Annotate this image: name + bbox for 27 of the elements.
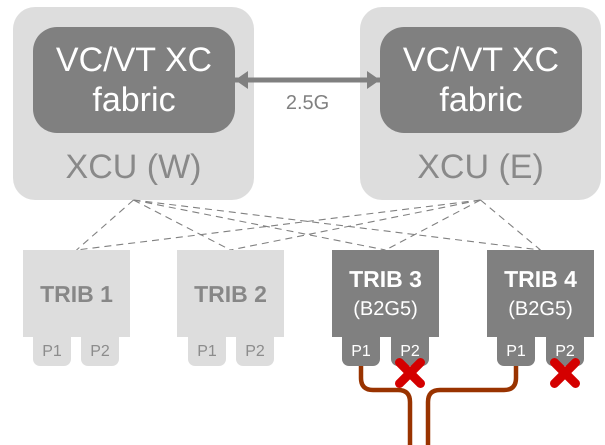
module-title: TRIB 4	[504, 264, 577, 294]
module-title: TRIB 3	[349, 264, 422, 294]
module-card	[487, 250, 594, 337]
module-subtitle: (B2G5)	[353, 296, 418, 322]
port-tab: P2	[81, 337, 119, 366]
dashed-line	[133, 199, 386, 251]
port-tab: P2	[236, 337, 274, 366]
dashed-line	[133, 200, 231, 250]
port-tab: P1	[188, 337, 226, 366]
unit-label: XCU (W)	[66, 147, 202, 187]
unit-label: XCU (E)	[417, 147, 544, 187]
fabric-block: VC/VT XC fabric	[380, 27, 582, 133]
port-tab: P1	[342, 337, 380, 366]
unit-panel	[13, 7, 254, 200]
double-arrow	[235, 71, 380, 89]
port-tab: P1	[497, 337, 535, 366]
dashed-line	[76, 200, 134, 250]
fabric-block: VC/VT XC fabric	[33, 27, 235, 133]
dashed-line	[230, 199, 481, 251]
unit-panel	[360, 7, 601, 200]
port-tab: P1	[33, 337, 71, 366]
module-card: TRIB 1	[23, 250, 130, 337]
module-subtitle: (B2G5)	[508, 296, 573, 322]
module-card	[332, 250, 439, 337]
dashed-line	[133, 199, 541, 251]
module-card: TRIB 2	[177, 250, 284, 337]
dashed-line	[480, 200, 541, 250]
